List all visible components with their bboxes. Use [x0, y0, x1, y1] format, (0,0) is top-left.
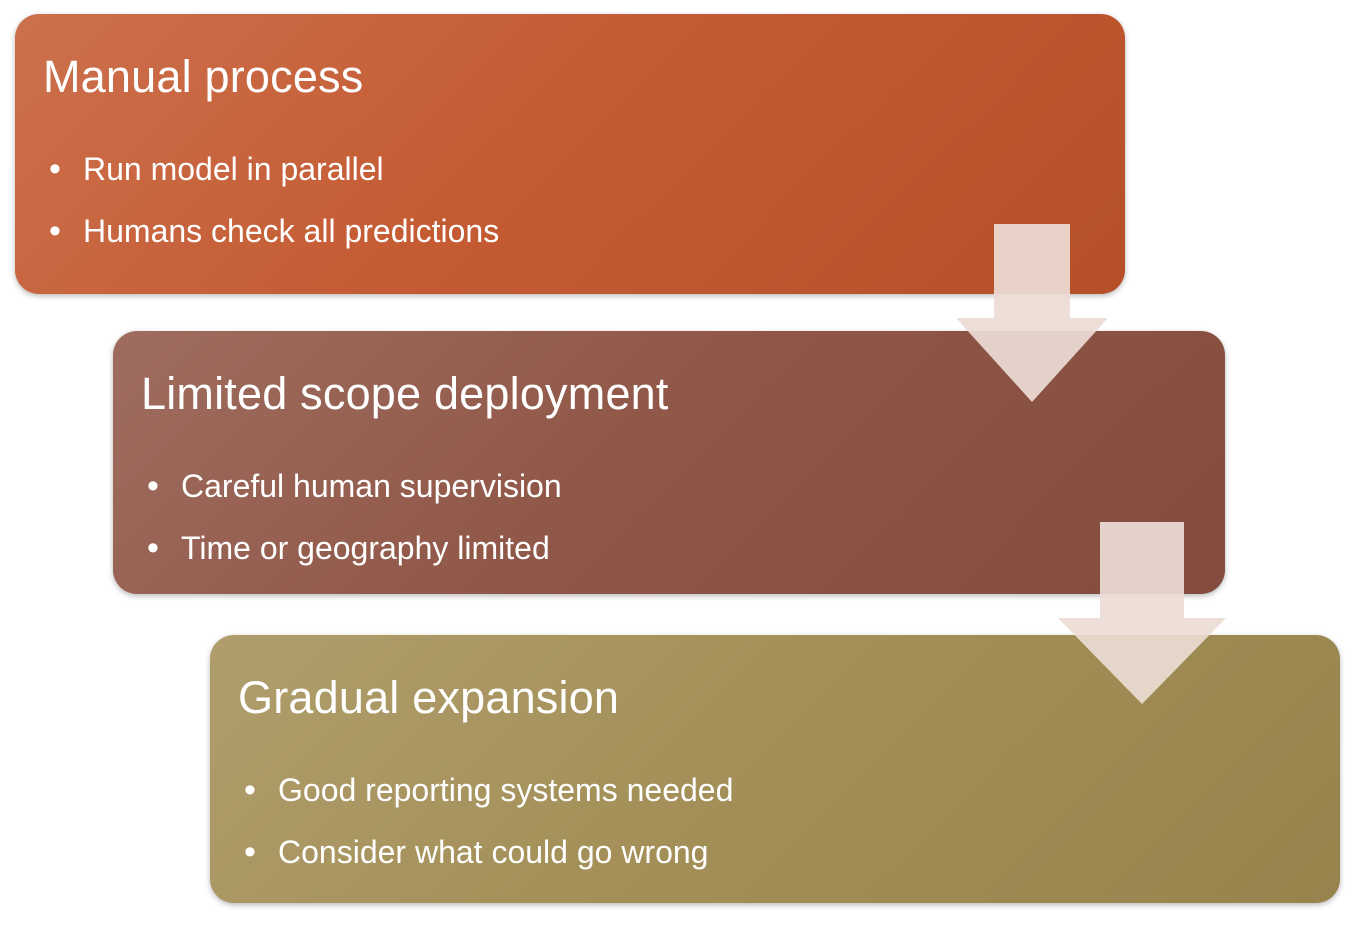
bullet-item: • Consider what could go wrong: [244, 821, 1300, 883]
bullet-marker: •: [244, 833, 256, 872]
step-title: Gradual expansion: [238, 672, 620, 723]
step-title: Manual process: [43, 51, 364, 102]
bullet-text: Consider what could go wrong: [278, 834, 709, 871]
bullet-item: • Good reporting systems needed: [244, 759, 1300, 821]
bullet-item: • Run model in parallel: [49, 138, 1085, 200]
down-arrow-icon: [1058, 522, 1226, 704]
bullet-marker: •: [49, 150, 61, 189]
bullet-text: Humans check all predictions: [83, 213, 500, 250]
bullet-list: • Run model in parallel • Humans check a…: [43, 138, 1085, 262]
bullet-list: • Careful human supervision • Time or ge…: [141, 455, 1185, 579]
down-arrow-icon: [956, 224, 1108, 402]
bullet-marker: •: [147, 467, 159, 506]
step-limited-scope-deployment: Limited scope deployment • Careful human…: [113, 331, 1225, 594]
bullet-text: Run model in parallel: [83, 151, 384, 188]
step-manual-process: Manual process • Run model in parallel •…: [15, 14, 1125, 294]
bullet-text: Good reporting systems needed: [278, 772, 734, 809]
bullet-marker: •: [147, 529, 159, 568]
bullet-item: • Careful human supervision: [147, 455, 1185, 517]
bullet-list: • Good reporting systems needed • Consid…: [238, 759, 1300, 883]
bullet-marker: •: [244, 771, 256, 810]
bullet-text: Careful human supervision: [181, 468, 562, 505]
step-content: Manual process • Run model in parallel •…: [15, 14, 1125, 262]
step-content: Limited scope deployment • Careful human…: [113, 331, 1225, 579]
bullet-item: • Time or geography limited: [147, 517, 1185, 579]
bullet-marker: •: [49, 212, 61, 251]
bullet-text: Time or geography limited: [181, 530, 550, 567]
step-content: Gradual expansion • Good reporting syste…: [210, 635, 1340, 883]
bullet-item: • Humans check all predictions: [49, 200, 1085, 262]
step-title: Limited scope deployment: [141, 368, 669, 419]
